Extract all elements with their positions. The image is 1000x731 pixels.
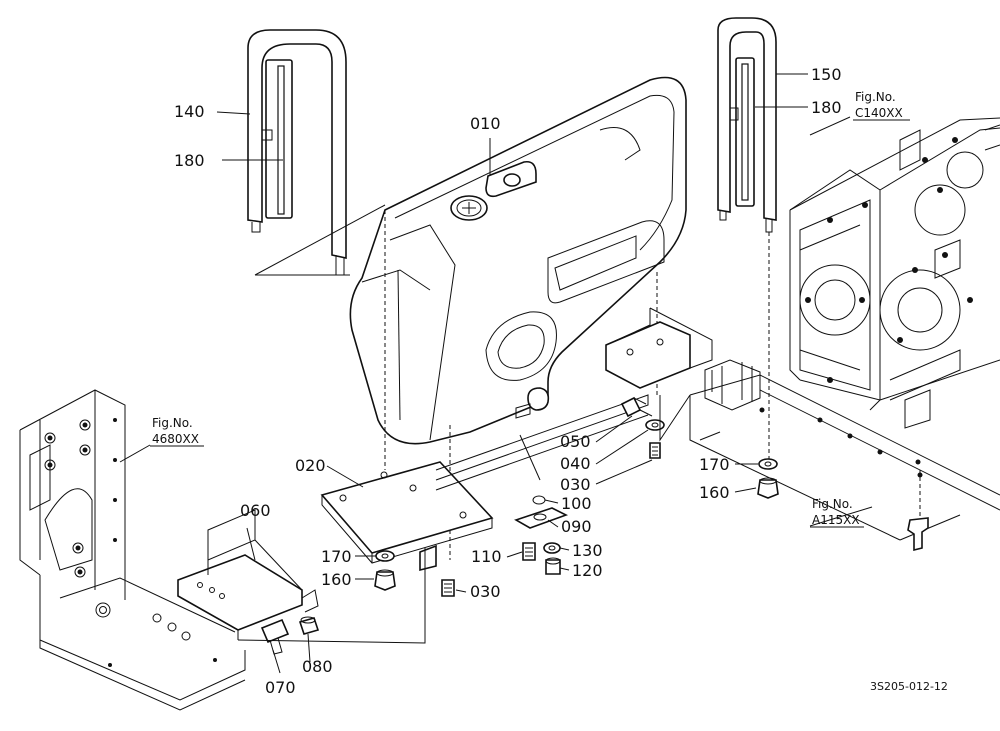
callout-110: 110 xyxy=(471,547,502,566)
callout-080: 080 xyxy=(302,657,333,676)
washer-040 xyxy=(645,419,665,431)
tank-bracket xyxy=(320,394,649,572)
callout-020: 020 xyxy=(295,456,326,475)
right-strip-180 xyxy=(741,63,749,201)
bolt-120 xyxy=(545,557,561,575)
washer-130 xyxy=(543,542,561,554)
callout-170-right: 170 xyxy=(699,455,730,474)
figure-ref-c140: Fig.No. C140XX xyxy=(853,90,910,121)
bolt-030-upper xyxy=(649,442,661,459)
callout-180-left: 180 xyxy=(174,151,205,170)
callout-070: 070 xyxy=(265,678,296,697)
callout-090: 090 xyxy=(561,517,592,536)
callout-160-left: 160 xyxy=(321,570,352,589)
bolt-030-lower xyxy=(441,579,455,597)
fig-ref-a115-prefix: Fig.No. xyxy=(812,497,853,511)
left-frame xyxy=(19,389,246,711)
callout-120: 120 xyxy=(572,561,603,580)
bolt-110 xyxy=(522,542,536,561)
drawing-code: 3S205-012-12 xyxy=(870,680,948,693)
callout-160-right: 160 xyxy=(699,483,730,502)
callout-130: 130 xyxy=(572,541,603,560)
o-ring-100 xyxy=(532,495,546,505)
callout-060: 060 xyxy=(240,501,271,520)
upright-bracket xyxy=(605,307,713,389)
frame-rail xyxy=(689,359,1000,552)
washer-170-right xyxy=(758,458,778,470)
callout-170-left: 170 xyxy=(321,547,352,566)
fig-ref-4680-code: 4680XX xyxy=(152,432,199,446)
fig-ref-a115-code: A115XX xyxy=(812,513,860,527)
bolt-070 xyxy=(260,618,290,655)
callout-040: 040 xyxy=(560,454,591,473)
bracket-060 xyxy=(177,509,319,640)
bolt-050 xyxy=(620,396,653,418)
fuel-tank xyxy=(349,76,687,445)
figure-ref-a115: Fig.No. A115XX xyxy=(810,497,864,528)
fig-ref-c140-prefix: Fig.No. xyxy=(855,90,896,104)
leader-lines xyxy=(119,73,873,674)
callout-140: 140 xyxy=(174,102,205,121)
callout-030-lower: 030 xyxy=(470,582,501,601)
fig-ref-4680-prefix: Fig.No. xyxy=(152,416,193,430)
callout-010: 010 xyxy=(470,114,501,133)
callout-180-right: 180 xyxy=(811,98,842,117)
fig-ref-c140-code: C140XX xyxy=(855,106,903,120)
left-strip-180 xyxy=(277,65,285,215)
callout-030-upper: 030 xyxy=(560,475,591,494)
figure-ref-4680: Fig.No. 4680XX xyxy=(150,416,204,447)
plate-090 xyxy=(514,507,569,529)
bolt-080 xyxy=(298,616,320,635)
transmission-case xyxy=(789,117,1000,429)
washer-170-left xyxy=(375,550,395,562)
callout-labels: 140 180 010 150 180 020 050 040 030 100 … xyxy=(174,65,842,697)
left-tank-cover xyxy=(247,29,347,276)
right-tank-cover xyxy=(717,17,777,233)
nut-160-right xyxy=(757,477,779,499)
nut-160-left xyxy=(374,569,396,591)
callout-150: 150 xyxy=(811,65,842,84)
callout-050: 050 xyxy=(560,432,591,451)
callout-100: 100 xyxy=(561,494,592,513)
